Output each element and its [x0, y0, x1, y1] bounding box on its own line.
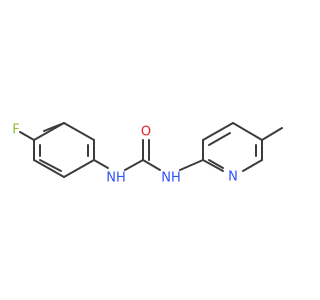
bond — [39, 159, 62, 172]
bond — [202, 159, 224, 172]
bond — [63, 159, 95, 178]
bond — [142, 159, 161, 171]
structure-diagram: F O NH NH N — [12, 122, 283, 186]
bond — [124, 159, 144, 171]
pyridine-nitrogen-label: N — [228, 170, 238, 185]
fluoro-bond — [19, 131, 35, 141]
bond — [232, 122, 263, 141]
bond — [202, 122, 234, 141]
left-nh-label: NH — [106, 171, 126, 186]
bond — [33, 122, 65, 141]
methylpyridine-ring — [202, 122, 263, 172]
bond — [33, 159, 65, 178]
molecule-canvas: F O NH NH N — [12, 122, 283, 186]
bond — [242, 159, 263, 172]
bond — [93, 159, 109, 169]
urea-linker — [93, 139, 204, 171]
carbonyl-oxygen-label: O — [141, 125, 151, 140]
fluorophenyl-ring — [33, 122, 95, 178]
right-nh-label: NH — [161, 171, 181, 186]
bond — [208, 159, 224, 169]
fluorine-label: F — [12, 123, 19, 138]
bond — [208, 132, 231, 146]
bond — [179, 159, 204, 171]
methyl-bond — [261, 127, 283, 141]
bond — [63, 122, 95, 141]
